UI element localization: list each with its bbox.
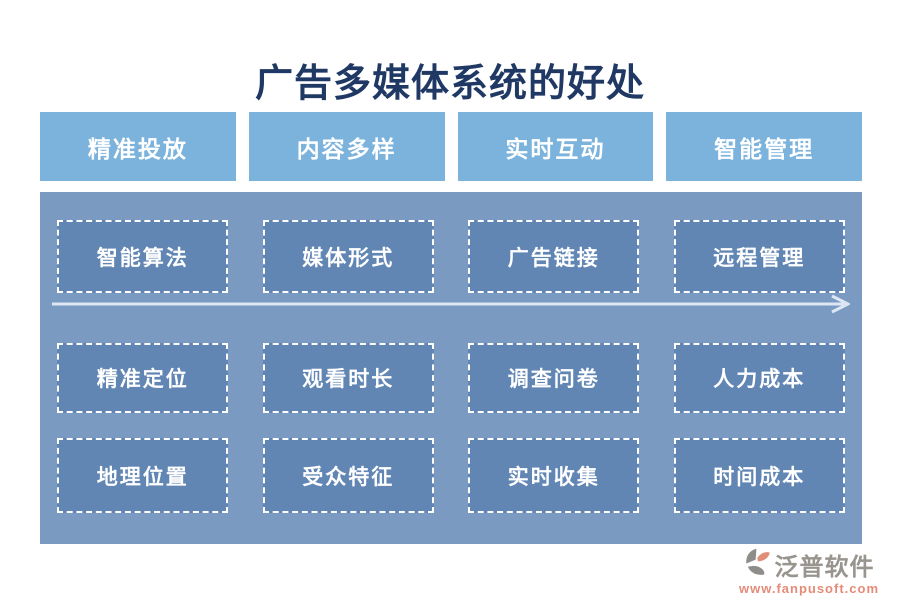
watermark: 泛普软件 www.fanpusoft.com — [734, 546, 884, 596]
benefit-row-3: 地理位置 受众特征 实时收集 时间成本 — [40, 438, 862, 513]
header-smart-management: 智能管理 — [666, 112, 862, 181]
right-arrow-icon — [52, 294, 852, 314]
header-realtime-interaction: 实时互动 — [457, 112, 654, 181]
header-precise-delivery: 精准投放 — [40, 112, 236, 181]
header-row: 精准投放 内容多样 实时互动 智能管理 — [40, 112, 862, 181]
item-smart-algorithm: 智能算法 — [57, 220, 229, 293]
watermark-brand: 泛普软件 — [774, 555, 875, 581]
benefit-row-2: 精准定位 观看时长 调查问卷 人力成本 — [40, 343, 862, 413]
item-survey-questionnaire: 调查问卷 — [468, 343, 640, 413]
fanpu-logo-icon — [744, 546, 772, 583]
item-remote-management: 远程管理 — [673, 220, 845, 293]
item-audience-traits: 受众特征 — [262, 438, 434, 513]
item-geographic-location: 地理位置 — [57, 438, 229, 513]
benefits-panel: 智能算法 媒体形式 广告链接 远程管理 精准定位 观看时长 调查问卷 人力成本 … — [40, 192, 862, 544]
item-media-format: 媒体形式 — [262, 220, 434, 293]
header-diverse-content: 内容多样 — [248, 112, 445, 181]
item-time-cost: 时间成本 — [673, 438, 845, 513]
item-precise-positioning: 精准定位 — [57, 343, 229, 413]
benefit-row-1: 智能算法 媒体形式 广告链接 远程管理 — [40, 220, 862, 293]
page-title: 广告多媒体系统的好处 — [254, 63, 645, 105]
watermark-url: www.fanpusoft.com — [738, 581, 880, 596]
item-ad-link: 广告链接 — [468, 220, 640, 293]
item-labor-cost: 人力成本 — [673, 343, 845, 413]
item-realtime-collection: 实时收集 — [468, 438, 640, 513]
item-watch-duration: 观看时长 — [262, 343, 434, 413]
